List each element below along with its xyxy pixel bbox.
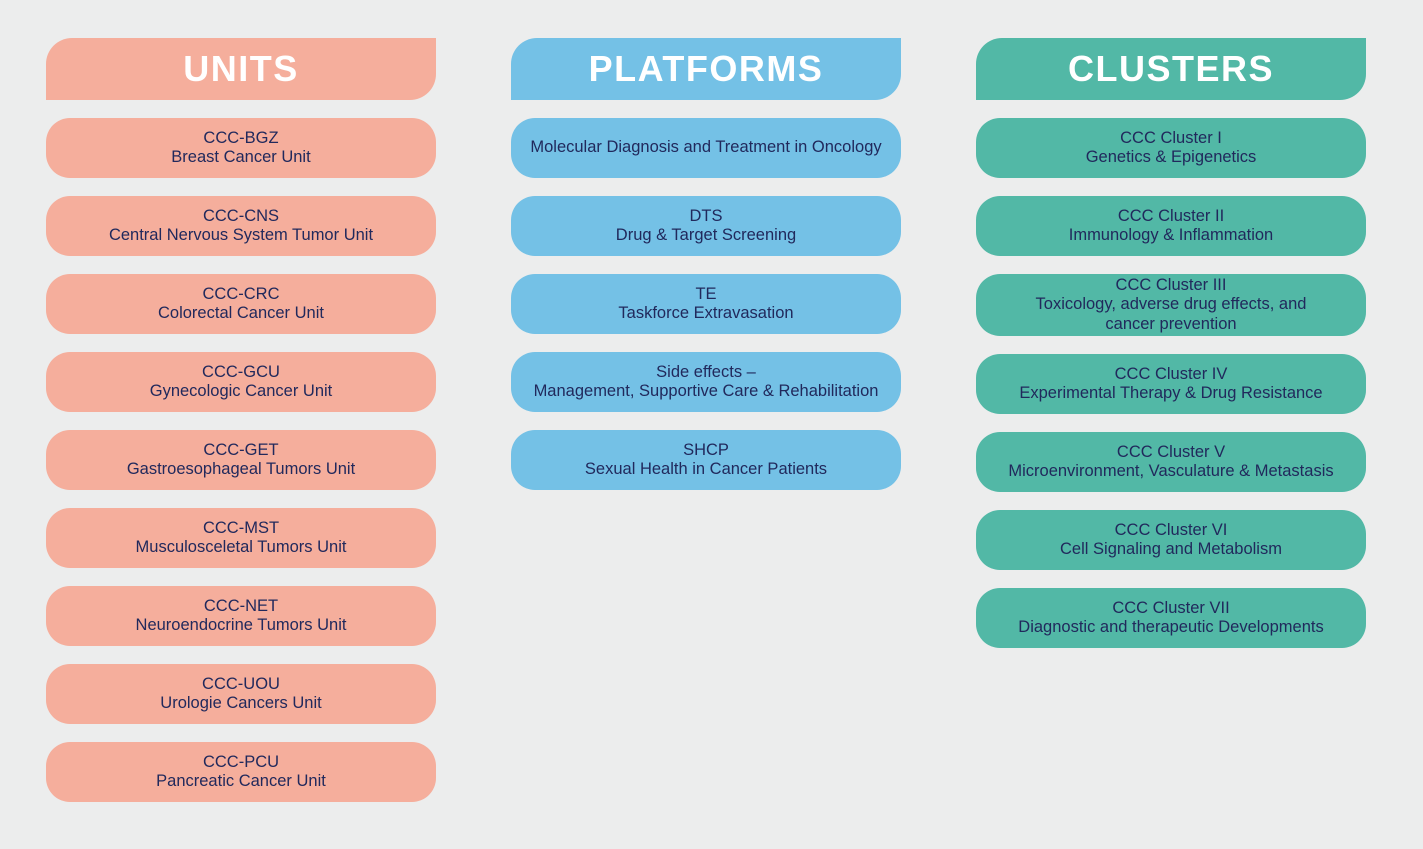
card-text-line: CCC-MST bbox=[202, 518, 280, 537]
card-text-line: CCC Cluster I bbox=[1120, 128, 1222, 147]
card-text-line: Cell Signaling and Metabolism bbox=[1060, 540, 1282, 559]
card-text-line: Genetics & Epigenetics bbox=[1085, 148, 1257, 166]
card-text-line: cancer prevention bbox=[1105, 314, 1237, 333]
platforms-title: PLATFORMS bbox=[588, 48, 824, 89]
card-text-line: Urologie Cancers Unit bbox=[160, 694, 322, 712]
units-title: UNITS bbox=[183, 48, 299, 89]
card-text-line: CCC Cluster VI bbox=[1114, 520, 1228, 539]
card-text-line: CCC-BGZ bbox=[203, 128, 279, 147]
card-text-line: Musculosceletal Tumors Unit bbox=[135, 538, 347, 556]
units-header: UNITS bbox=[46, 38, 436, 100]
card-text-line: CCC Cluster V bbox=[1116, 442, 1226, 461]
card-molecular-diagnosis-and-treatment-in-oncology: Molecular Diagnosis and Treatment in Onc… bbox=[511, 118, 901, 178]
card-text-line: CCC Cluster IV bbox=[1114, 364, 1228, 383]
card-text-line: Sexual Health in Cancer Patients bbox=[584, 460, 828, 478]
card-text-line: CCC Cluster VII bbox=[1112, 598, 1230, 617]
card-text-line: Breast Cancer Unit bbox=[171, 148, 311, 166]
card-text-line: CCC-CRC bbox=[202, 284, 280, 303]
card-text-line: Experimental Therapy & Drug Resistance bbox=[1019, 384, 1323, 403]
clusters-header: CLUSTERS bbox=[976, 38, 1366, 100]
card-text-line: CCC-CNS bbox=[202, 206, 280, 225]
card-text-line: Gynecologic Cancer Unit bbox=[149, 382, 333, 400]
card-text-line: Side effects – bbox=[656, 362, 756, 381]
card-text-line: CCC-GCU bbox=[202, 362, 280, 381]
card-text-line: Drug & Target Screening bbox=[615, 226, 797, 244]
card-text-line: Molecular Diagnosis and Treatment in Onc… bbox=[530, 138, 882, 157]
card-text-line: Pancreatic Cancer Unit bbox=[156, 772, 326, 790]
column-platforms: PLATFORMS Molecular Diagnosis and Treatme… bbox=[511, 38, 901, 490]
platforms-header: PLATFORMS bbox=[511, 38, 901, 100]
card-text-line: CCC-GET bbox=[203, 440, 279, 459]
card-text-line: CCC-PCU bbox=[202, 752, 280, 771]
card-text-line: Gastroesophageal Tumors Unit bbox=[126, 460, 356, 478]
card-text-line: CCC-NET bbox=[203, 596, 279, 615]
card-text-line: Diagnostic and therapeutic Developments bbox=[1018, 618, 1324, 637]
card-text-line: Immunology & Inflammation bbox=[1068, 226, 1274, 244]
clusters-title: CLUSTERS bbox=[1067, 48, 1274, 89]
card-text-line: SHCP bbox=[683, 440, 729, 459]
card-text-line: CCC Cluster III bbox=[1115, 276, 1227, 294]
card-text-line: Colorectal Cancer Unit bbox=[158, 304, 324, 322]
card-text-line: CCC Cluster II bbox=[1117, 206, 1225, 225]
card-side-effects: Side effects –Management, Supportive Car… bbox=[511, 352, 901, 412]
card-text-line: Central Nervous System Tumor Unit bbox=[108, 226, 374, 244]
card-text-line: Toxicology, adverse drug effects, and bbox=[1035, 295, 1307, 314]
card-text-line: CCC-UOU bbox=[202, 674, 280, 693]
card-text-line: DTS bbox=[689, 206, 723, 225]
card-text-line: TE bbox=[695, 284, 717, 303]
card-text-line: Neuroendocrine Tumors Unit bbox=[135, 616, 347, 634]
card-text-line: Taskforce Extravasation bbox=[618, 304, 794, 322]
card-text-line: Management, Supportive Care & Rehabilita… bbox=[533, 382, 879, 400]
card-text-line: Microenvironment, Vasculature & Metastas… bbox=[1008, 462, 1334, 481]
